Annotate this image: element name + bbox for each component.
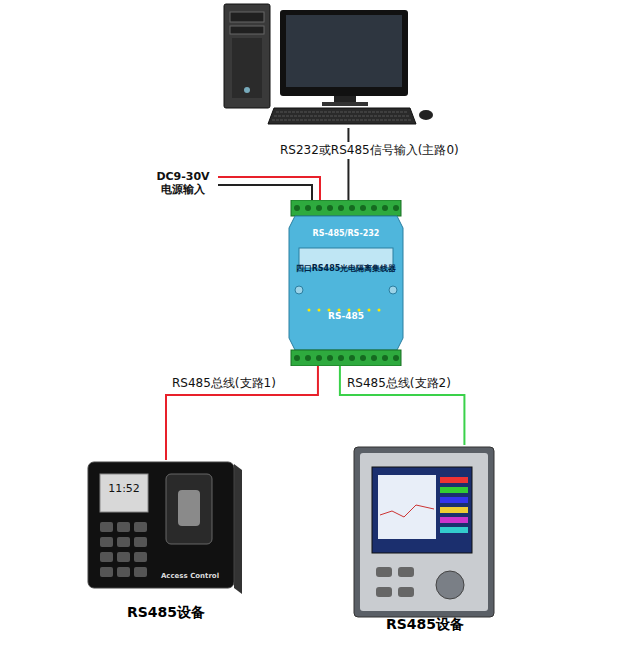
power-wire-positive [218, 177, 320, 200]
node-text: 四口RS485光电隔离集线器 [296, 265, 397, 274]
power-meter-device-art [352, 445, 498, 645]
node-text: RS-485/RS-232 [313, 230, 380, 239]
edge-label: RS485总线(支路2) [345, 375, 453, 392]
hub-device: RS-485/RS-232 四口RS485光电隔离集线器 RS-485 [285, 200, 407, 366]
node-text: RS-485 [328, 312, 364, 322]
clock-display: 11:52 [104, 483, 144, 496]
bus-line [340, 366, 465, 445]
edge-label: RS485总线(支路1) [170, 375, 278, 392]
bus-line [166, 366, 318, 460]
power-wire-negative [218, 185, 312, 200]
node-text: RS485设备 [386, 617, 464, 632]
node-text: RS485设备 [127, 605, 205, 620]
device-brand-text: Access Control [150, 572, 230, 580]
computer-node-art [222, 2, 440, 128]
hub-device-art [285, 200, 407, 366]
computer-node [222, 2, 440, 128]
edge-label: RS232或RS485信号输入(主路0) [278, 142, 461, 159]
power-meter-device: RS485设备 [352, 445, 498, 645]
power-input-label: DC9-30V 电源输入 [150, 171, 216, 196]
bus-line [347, 128, 349, 200]
